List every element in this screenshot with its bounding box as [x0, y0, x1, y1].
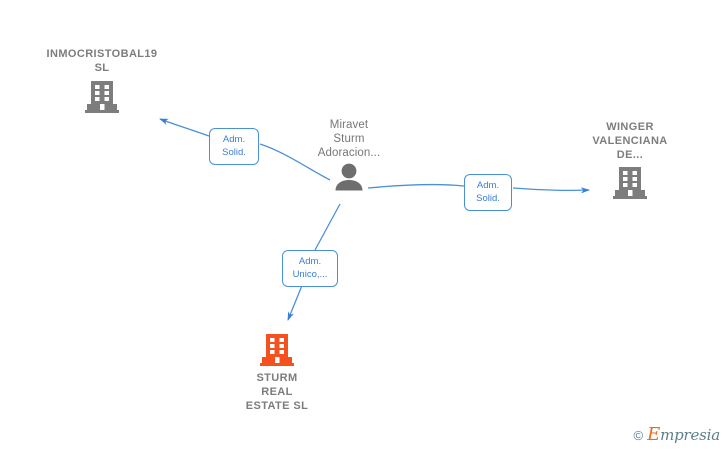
- graph-node-inmocristobal19[interactable]: INMOCRISTOBAL19 SL: [27, 47, 177, 114]
- edge-line-left-label-to-inmocristobal19: [159, 118, 210, 137]
- brand-initial: E: [647, 424, 661, 445]
- edge-label-adm-solid-inmocristobal19[interactable]: Adm. Solid.: [209, 128, 259, 165]
- building-icon: [613, 167, 647, 199]
- building-icon: [260, 334, 294, 366]
- edge-line-miravet-to-bottom-label: [314, 203, 341, 251]
- graph-node-sturm-real-estate[interactable]: STURM REAL ESTATE SL: [202, 333, 352, 413]
- person-icon: [335, 163, 363, 191]
- graph-node-winger-valenciana[interactable]: WINGER VALENCIANA DE...: [555, 120, 705, 200]
- node-label-winger: WINGER VALENCIANA DE...: [592, 121, 668, 161]
- edge-label-adm-unico-sturm[interactable]: Adm. Unico,...: [282, 250, 338, 287]
- brand-rest: mpresia: [660, 426, 720, 444]
- edge-label-adm-solid-winger[interactable]: Adm. Solid.: [464, 174, 512, 211]
- node-label-sturm-real-estate: STURM REAL ESTATE SL: [245, 372, 309, 412]
- copyright-icon: ©: [633, 427, 644, 443]
- brand-wordmark: Empresia: [647, 426, 720, 444]
- graph-node-miravet-sturm-adoracion[interactable]: Miravet Sturm Adoracion...: [274, 118, 424, 191]
- edge-line-bottom-label-to-sturm: [287, 282, 304, 321]
- node-label-miravet: Miravet Sturm Adoracion...: [317, 119, 381, 159]
- node-label-inmocristobal19: INMOCRISTOBAL19 SL: [46, 48, 158, 74]
- empresia-watermark: © Empresia: [633, 426, 721, 444]
- building-icon: [85, 81, 119, 113]
